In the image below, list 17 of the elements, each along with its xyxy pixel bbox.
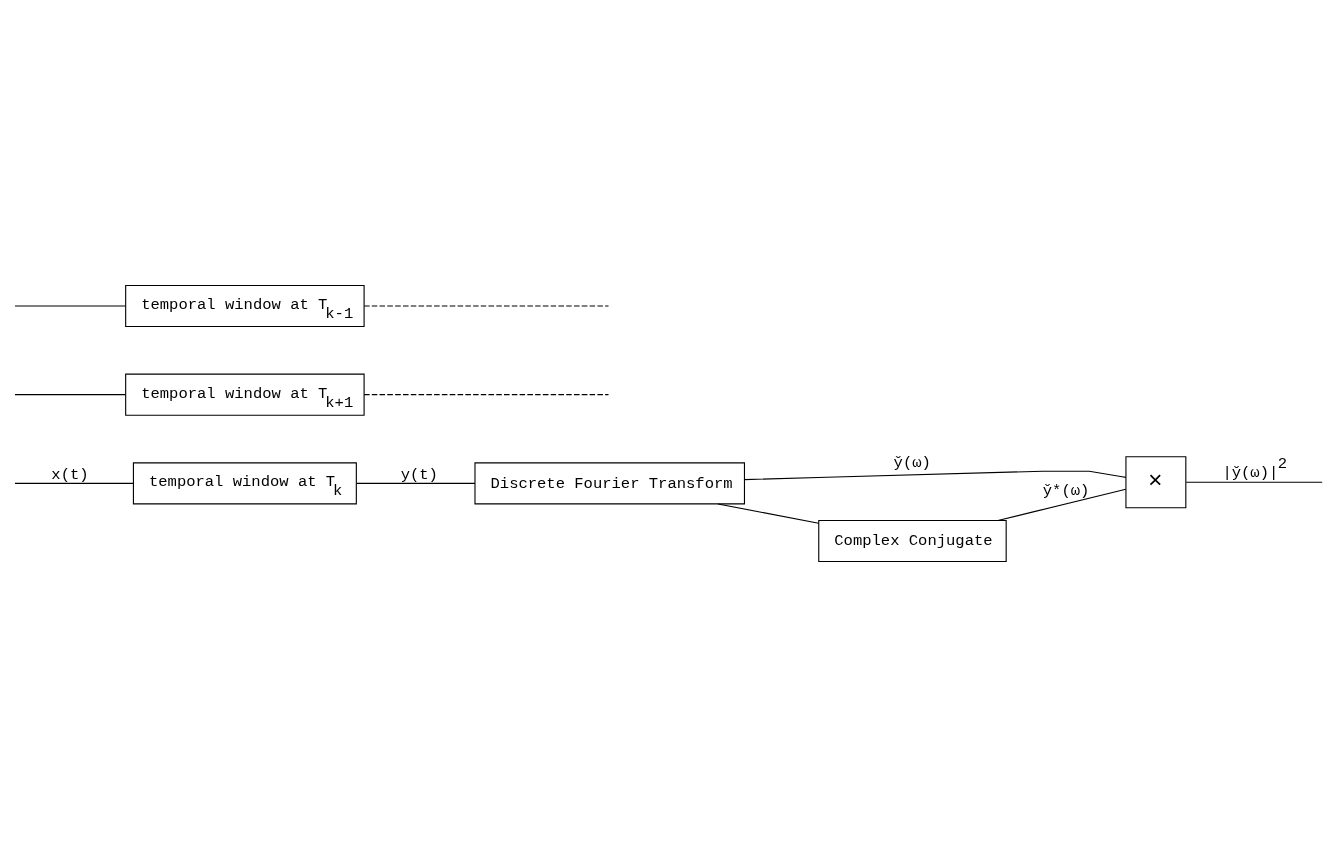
connector [997,488,1127,522]
edge-label: y̌(ω) [893,453,931,472]
connector [363,305,610,307]
connector [14,394,126,396]
connector [1185,481,1323,483]
node-box: Complex Conjugate [818,519,1007,563]
edge-label: x(t) [51,466,89,485]
connector [14,305,126,307]
connector [717,503,820,524]
connector [363,394,610,396]
connector [744,470,1127,481]
edge-label: y̌*(ω) [1042,481,1090,500]
node-box: Discrete Fourier Transform [474,462,745,505]
node-box: × [1125,456,1187,509]
edge-label: y(t) [400,466,438,485]
connector [14,482,134,484]
connector [356,482,476,484]
